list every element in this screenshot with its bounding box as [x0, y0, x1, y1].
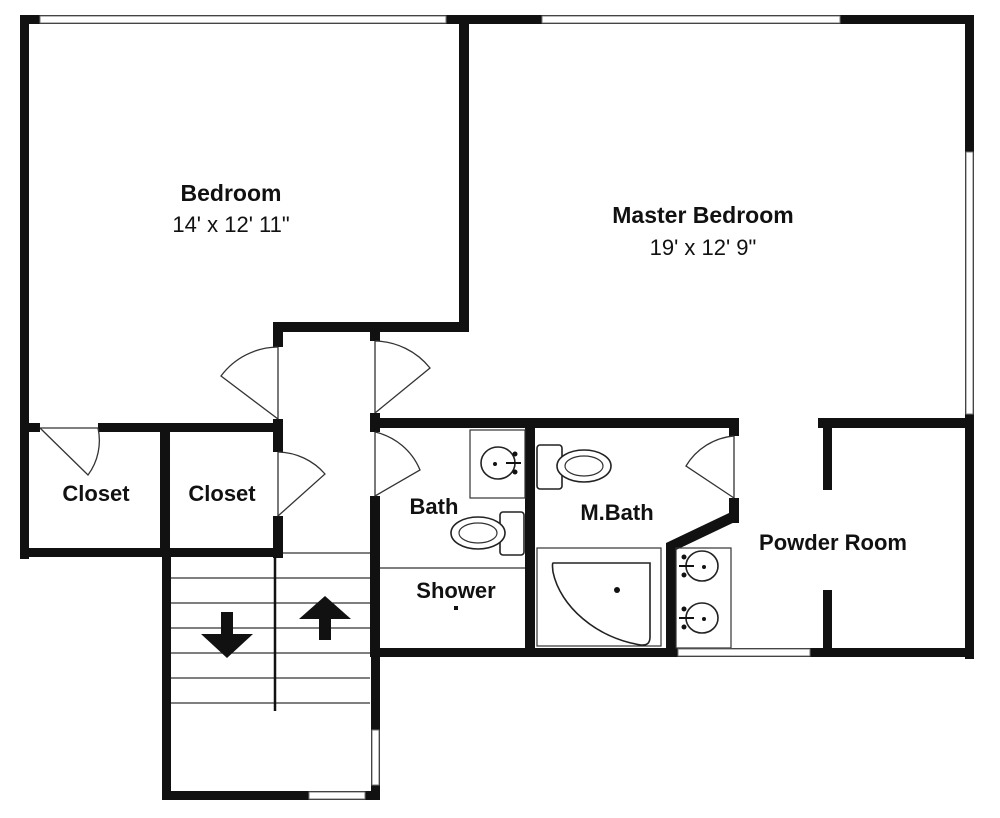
window-stair-right: [371, 729, 380, 786]
label-powder-room: Powder Room: [759, 530, 907, 555]
door-closet-right: [272, 451, 326, 517]
arrow-up-icon: [299, 596, 351, 640]
door-bath: [369, 431, 421, 497]
window-vanity: [677, 648, 811, 657]
label-master-bedroom: Master Bedroom: [612, 202, 793, 228]
window-bedroom: [39, 15, 447, 24]
label-bath: Bath: [410, 494, 459, 519]
label-bedroom-size: 14' x 12' 11": [172, 212, 289, 237]
label-bedroom: Bedroom: [181, 180, 282, 206]
stairs: [171, 552, 370, 711]
label-master-bedroom-size: 19' x 12' 9": [650, 235, 757, 260]
door-bedroom: [220, 346, 284, 420]
vanity-sinks: [675, 547, 732, 649]
label-shower: Shower: [416, 578, 496, 603]
label-closet-left: Closet: [62, 481, 130, 506]
windows: [39, 15, 974, 800]
fixtures: [380, 429, 732, 649]
arrow-down-icon: [201, 612, 253, 658]
window-stair-bottom: [308, 791, 366, 800]
door-mbath: [685, 435, 740, 499]
room-labels: Bedroom 14' x 12' 11" Master Bedroom 19'…: [62, 180, 907, 603]
bath-toilet: [450, 511, 525, 556]
door-master: [369, 340, 431, 414]
doors: [39, 340, 740, 517]
shower-drain: [454, 606, 458, 610]
mbath-toilet: [536, 444, 612, 490]
exterior-walls: [20, 15, 974, 800]
mbath-tub: [536, 547, 662, 647]
window-master-top: [541, 15, 841, 24]
window-master-right: [965, 151, 974, 415]
label-closet-right: Closet: [188, 481, 256, 506]
bath-sink: [469, 429, 526, 499]
label-master-bath: M.Bath: [580, 500, 653, 525]
door-closet-left: [39, 422, 101, 476]
